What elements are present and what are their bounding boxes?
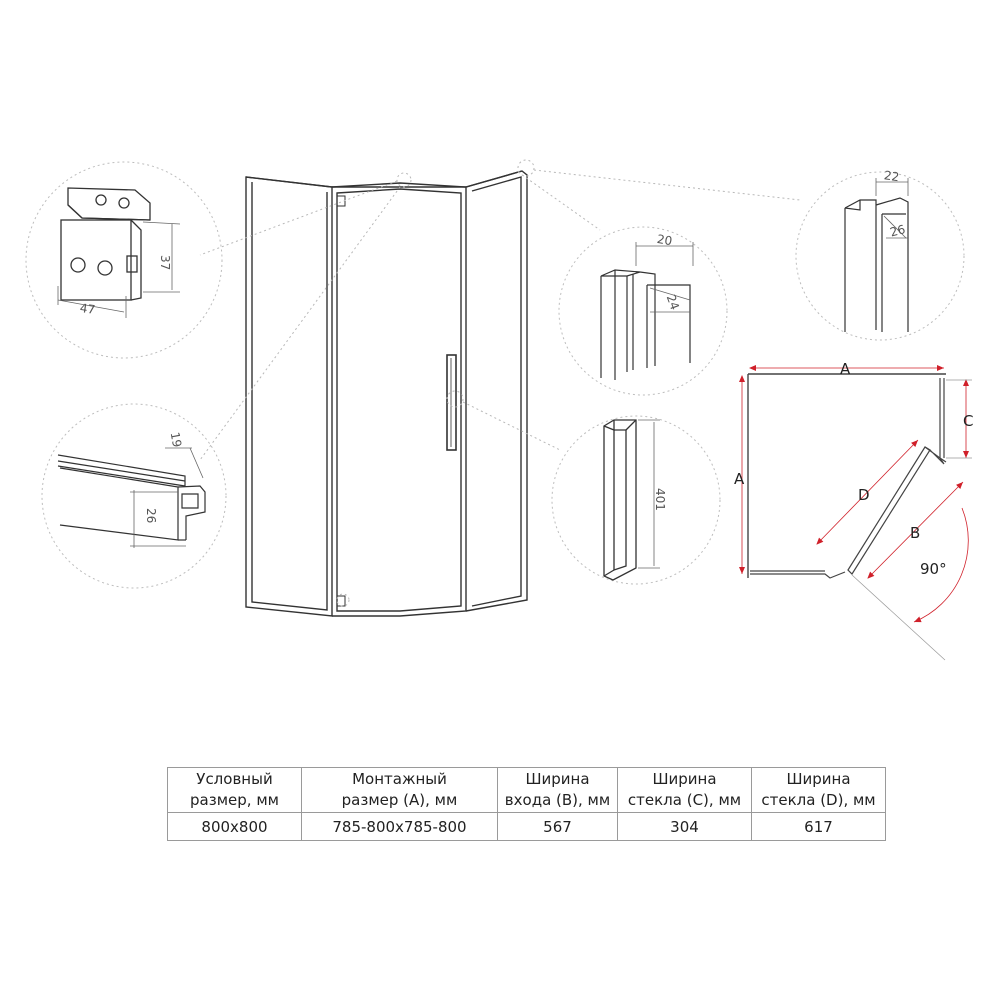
bottom-profile-a-label: 19 (168, 431, 184, 448)
cell-glass-width-d: 617 (751, 812, 886, 841)
plan-label-d: D (858, 486, 870, 504)
cell-entrance-width: 567 (497, 812, 618, 841)
handle-dimensions (638, 419, 660, 569)
shower-cabin-front-view (245, 170, 528, 617)
plan-angle-label: 90° (920, 560, 947, 578)
wall-profile-dimensions (635, 242, 694, 313)
plan-label-a-side: A (734, 470, 745, 488)
technical-drawing: 47 37 19 26 20 24 (25, 159, 973, 661)
handle-length-label: 401 (653, 488, 667, 511)
plan-label-b: B (910, 524, 920, 542)
plan-label-c: C (963, 412, 973, 430)
wall-profile-a-label: 20 (656, 232, 673, 248)
plan-view (739, 365, 972, 661)
corner-profile-dimensions (875, 178, 909, 239)
cell-glass-width-c: 304 (617, 812, 752, 841)
wall-profile-detail (600, 269, 691, 380)
wall-profile-b-label: 24 (664, 293, 682, 312)
leader-lines (199, 159, 801, 607)
bottom-profile-detail (57, 454, 206, 541)
handle-detail (603, 419, 637, 581)
cell-nominal-size: 800x800 (167, 812, 302, 841)
detail-circles (25, 161, 965, 589)
bottom-profile-dimensions (130, 447, 204, 548)
cell-mounting-size: 785-800x785-800 (301, 812, 498, 841)
table-row: 800x800 785-800x785-800 567 304 617 (167, 812, 886, 841)
hinge-detail (60, 187, 151, 301)
corner-profile-a-label: 22 (883, 168, 900, 184)
hinge-height-label: 37 (158, 255, 172, 270)
bottom-profile-b-label: 26 (144, 508, 158, 523)
hinge-dimensions (57, 221, 181, 318)
plan-label-a-top: A (840, 360, 851, 378)
corner-profile-detail (844, 197, 909, 332)
corner-profile-b-label: 26 (888, 222, 906, 239)
hinge-width-label: 47 (79, 301, 96, 317)
